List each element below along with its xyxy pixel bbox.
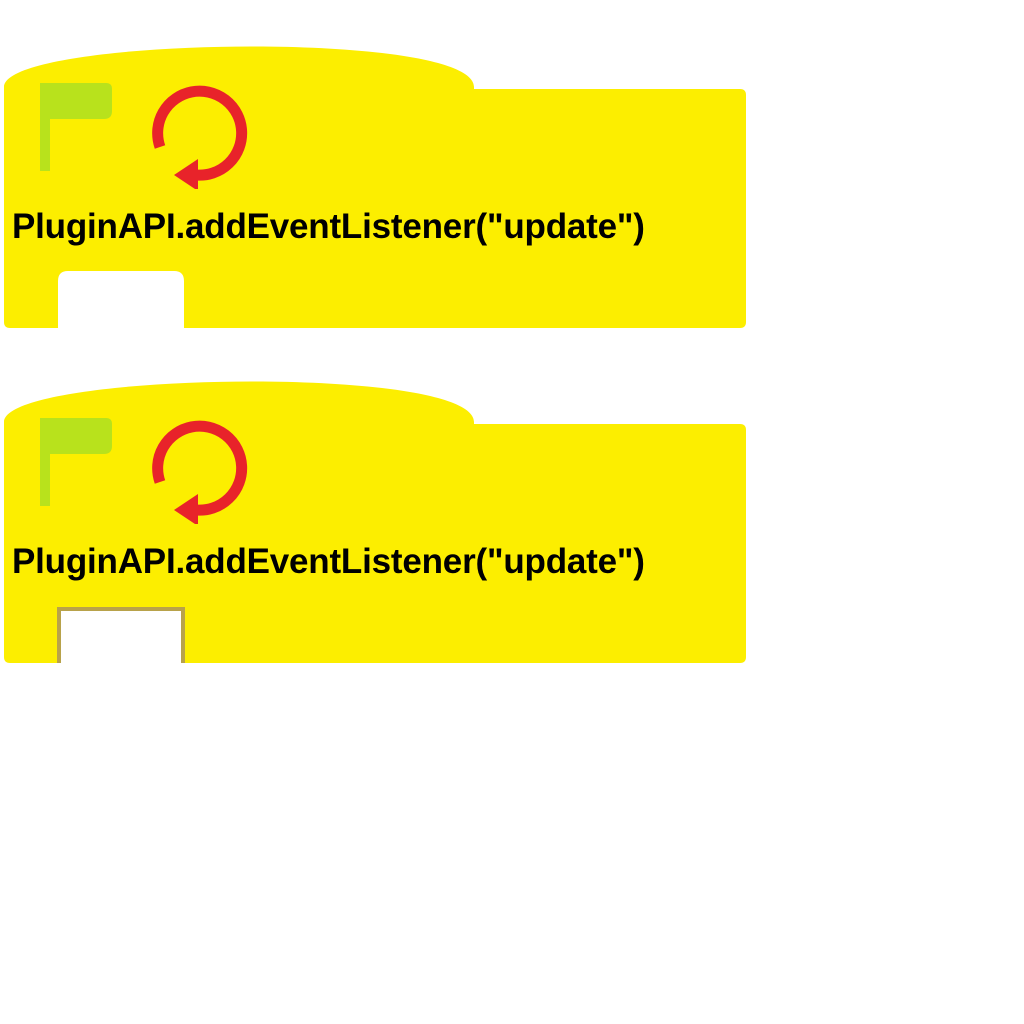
block-label: PluginAPI.addEventListener("update") bbox=[12, 542, 645, 581]
hat-block-shape bbox=[4, 381, 746, 663]
hat-block-shape bbox=[4, 46, 746, 329]
flag-icon bbox=[40, 418, 112, 506]
refresh-icon bbox=[152, 85, 248, 189]
flag-icon bbox=[40, 83, 112, 171]
event-hat-block[interactable]: PluginAPI.addEventListener("update") bbox=[0, 372, 750, 667]
event-hat-block[interactable]: PluginAPI.addEventListener("update") bbox=[0, 37, 750, 332]
block-label: PluginAPI.addEventListener("update") bbox=[12, 207, 645, 246]
refresh-icon bbox=[152, 420, 248, 524]
